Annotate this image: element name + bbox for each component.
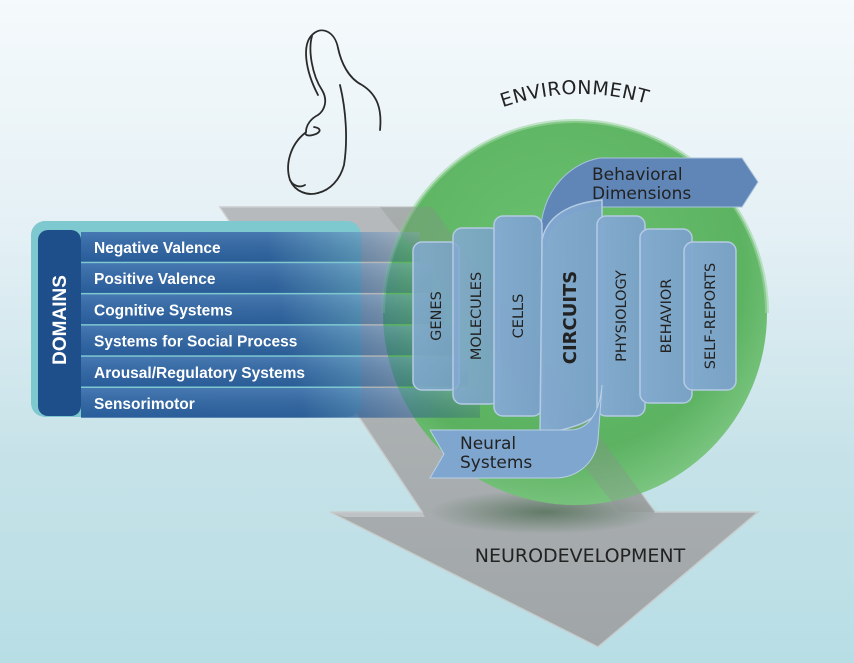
- unit-label: PHYSIOLOGY: [614, 270, 630, 362]
- unit-column: SELF-REPORTS: [683, 241, 737, 391]
- banner-top-line1: Behavioral: [592, 165, 683, 185]
- domain-row: Systems for Social Process: [81, 325, 456, 356]
- behavioral-dimensions-banner: Behavioral Dimensions: [539, 157, 759, 252]
- domain-row-shade: [81, 263, 432, 293]
- unit-label: CELLS: [511, 294, 527, 339]
- domain-row: Cognitive Systems: [81, 294, 444, 325]
- neurodevelopment-label: NEURODEVELOPMENT: [475, 545, 686, 567]
- environment-label: ENVIRONMENT: [497, 77, 651, 112]
- banner-bottom-line2: Systems: [460, 453, 532, 473]
- neural-systems-banner: Neural Systems: [429, 384, 603, 479]
- domain-row: Sensorimotor: [81, 388, 480, 418]
- domain-row-shade: [81, 325, 456, 356]
- domain-label: Positive Valence: [94, 271, 216, 288]
- unit-label: BEHAVIOR: [659, 279, 675, 354]
- domain-row: Arousal/Regulatory Systems: [81, 356, 468, 387]
- unit-column: CELLS: [493, 215, 543, 417]
- unit-label: CIRCUITS: [560, 271, 581, 365]
- domain-row-shade: [81, 294, 444, 325]
- unit-column: BEHAVIOR: [639, 228, 693, 404]
- pregnant-woman-outline-icon: [287, 29, 382, 195]
- unit-label: GENES: [429, 291, 445, 341]
- unit-column: GENES: [412, 241, 460, 391]
- domain-label: Cognitive Systems: [94, 302, 233, 319]
- unit-column: MOLECULES: [452, 227, 500, 405]
- unit-column: PHYSIOLOGY: [596, 215, 646, 417]
- banner-bottom-line1: Neural: [460, 434, 516, 454]
- domain-row-shade: [81, 232, 420, 262]
- unit-column: CIRCUITS: [539, 199, 603, 436]
- domain-row-shade: [81, 356, 468, 387]
- unit-label: MOLECULES: [469, 272, 485, 360]
- domain-label: Negative Valence: [94, 240, 221, 257]
- domain-row: Positive Valence: [81, 263, 432, 293]
- domain-label: Sensorimotor: [94, 396, 195, 413]
- domain-label: Systems for Social Process: [94, 334, 297, 351]
- domains-label: DOMAINS: [50, 275, 71, 365]
- units-of-analysis: GENES MOLECULES CELLS CIRCUITS PHYSIOLOGY BEH…: [412, 199, 737, 436]
- domain-label: Arousal/Regulatory Systems: [94, 365, 305, 382]
- domain-row: Negative Valence: [81, 232, 420, 262]
- unit-column-shape: [683, 241, 737, 391]
- banner-top-line2: Dimensions: [592, 184, 691, 204]
- unit-label: SELF-REPORTS: [703, 263, 719, 370]
- domain-row-shade: [81, 388, 480, 418]
